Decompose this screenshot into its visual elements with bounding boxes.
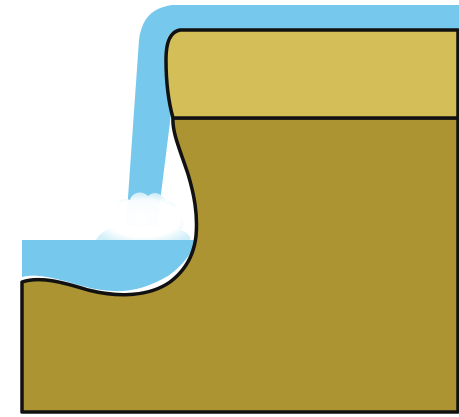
foam-spray (96, 193, 191, 240)
cap-rock-layer (166, 30, 458, 118)
